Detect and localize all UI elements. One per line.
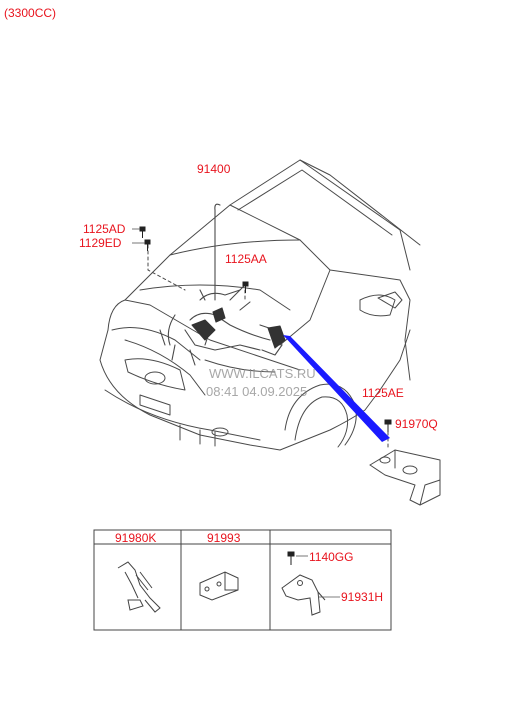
callout-91400[interactable]: 91400 [197, 162, 231, 176]
callout-1125AD[interactable]: 1125AD [83, 222, 126, 236]
car-body [99, 159, 421, 451]
bolt-1125AA-icon [242, 281, 249, 293]
callout-91931H[interactable]: 91931H [341, 590, 384, 604]
callout-91970Q[interactable]: 91970Q [395, 417, 438, 431]
highlight-harness-line [283, 335, 390, 442]
watermark-site: WWW.ILCATS.RU [209, 366, 316, 381]
bolt-1125AE-icon [384, 419, 392, 432]
watermark-stamp: 08:41 04.09.2025 [206, 384, 308, 399]
table-header-91993[interactable]: 91993 [207, 531, 241, 545]
callout-1125AE[interactable]: 1125AE [362, 386, 404, 400]
table-header-91980K[interactable]: 91980K [115, 531, 157, 545]
engine-label: (3300CC) [4, 6, 57, 20]
cover-91970Q [369, 449, 441, 506]
bolt-1140GG-icon [287, 551, 295, 565]
callout-1129ED[interactable]: 1129ED [79, 236, 122, 250]
leader-1129ED [147, 244, 186, 291]
bolt-1129ED-icon [144, 239, 151, 251]
callout-1125AA[interactable]: 1125AA [225, 252, 267, 266]
part-91980K [117, 561, 161, 613]
bolt-1125AD-icon [139, 226, 146, 238]
part-91931H [281, 574, 326, 616]
harness-91400 [159, 203, 286, 366]
callout-1140GG[interactable]: 1140GG [309, 550, 354, 564]
part-91993 [199, 571, 239, 601]
